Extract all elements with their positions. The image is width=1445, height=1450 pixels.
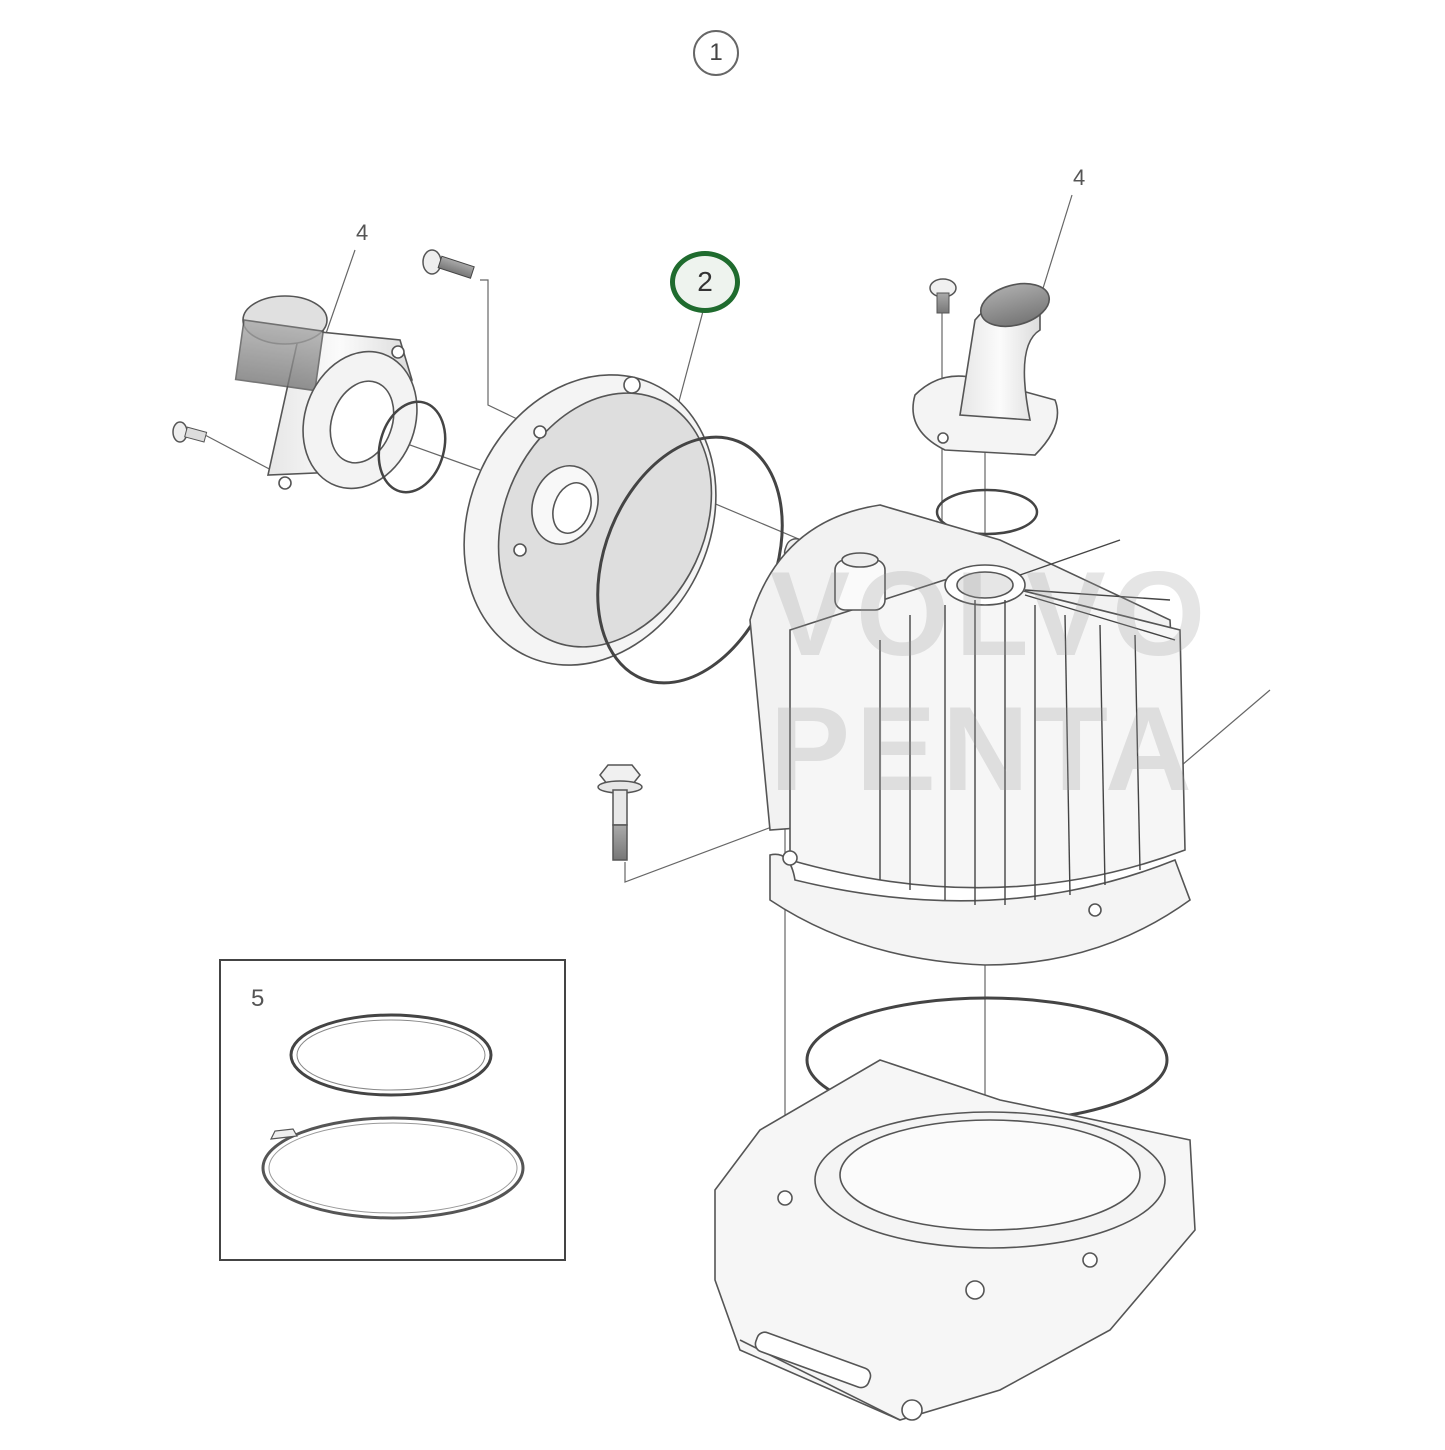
callout-highlighted-part-number: 2 — [697, 266, 713, 297]
screw-top-right — [929, 278, 957, 314]
o-ring-small-left — [377, 400, 447, 494]
flange-bolt — [597, 764, 643, 861]
finned-housing — [749, 504, 1191, 966]
gasket-tab — [269, 1128, 298, 1140]
elbow-fitting-right — [912, 282, 1059, 456]
callout-elbow-fitting-right[interactable]: 4 — [1073, 165, 1086, 190]
end-cover — [463, 374, 717, 666]
callout-elbow-fitting-left[interactable]: 4 — [356, 220, 369, 245]
gasket-kit-artwork — [261, 1013, 525, 1220]
screw-left — [172, 421, 208, 443]
base-bracket — [714, 1059, 1196, 1421]
elbow-fitting-left — [234, 295, 418, 490]
screw-top-left — [422, 249, 475, 279]
gasket-ring-large — [261, 1116, 525, 1220]
callout-gasket-kit[interactable]: 5 — [251, 985, 265, 1012]
gasket-ring-small — [289, 1013, 493, 1097]
gasket-kit-inset: 5 — [219, 959, 566, 1261]
callout-main-assembly[interactable]: 1 — [693, 30, 739, 76]
o-ring-top — [935, 488, 1039, 536]
callout-highlighted-part[interactable]: 2 — [670, 251, 740, 313]
callout-main-assembly-number: 1 — [709, 39, 723, 66]
